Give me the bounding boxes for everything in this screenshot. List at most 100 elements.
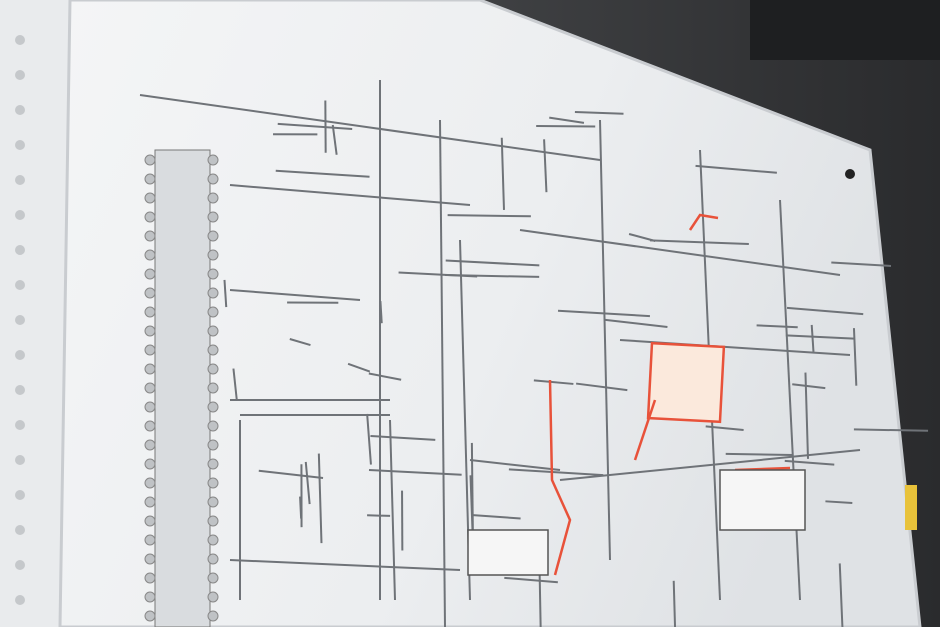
terminal-screw <box>144 496 156 508</box>
terminal-screw <box>144 344 156 356</box>
terminal-screw <box>207 382 219 394</box>
wire <box>229 559 461 571</box>
terminal-screw <box>207 553 219 565</box>
terminal-screw <box>207 192 219 204</box>
wire <box>852 328 858 386</box>
terminal-screw <box>144 192 156 204</box>
terminal-screw <box>144 458 156 470</box>
wire <box>258 469 324 479</box>
wire <box>368 372 402 381</box>
panel-screw <box>15 175 25 185</box>
wire <box>533 379 574 385</box>
wire <box>445 259 540 267</box>
panel-screw <box>15 210 25 220</box>
wire <box>831 261 892 267</box>
terminal-screw <box>207 420 219 432</box>
wire <box>574 111 624 115</box>
wire <box>756 324 798 329</box>
red-trace <box>548 379 572 576</box>
terminal-screw <box>207 572 219 584</box>
terminal-screw <box>207 211 219 223</box>
terminal-screw <box>144 306 156 318</box>
terminal-screw <box>207 401 219 413</box>
wire <box>838 563 844 627</box>
terminal-screw <box>207 439 219 451</box>
wire <box>370 434 436 441</box>
panel-screw <box>15 315 25 325</box>
wire <box>786 306 864 316</box>
panel-screw <box>15 350 25 360</box>
panel-screw <box>15 560 25 570</box>
panel-screw <box>15 280 25 290</box>
terminal-screw <box>207 325 219 337</box>
terminal-screw <box>207 268 219 280</box>
wire <box>500 137 505 210</box>
wire <box>439 119 446 627</box>
panel-screw <box>15 455 25 465</box>
wire <box>825 500 853 504</box>
terminal-screw <box>207 154 219 166</box>
terminal-screw <box>207 458 219 470</box>
mounting-screw <box>845 169 855 179</box>
panel-screw <box>15 70 25 80</box>
wire <box>304 461 311 505</box>
panel-screw <box>15 245 25 255</box>
wire <box>469 459 561 471</box>
wire <box>277 122 353 130</box>
wire <box>389 419 396 601</box>
wire <box>785 334 855 340</box>
terminal-screw <box>207 591 219 603</box>
wire <box>289 338 311 347</box>
wire <box>508 468 604 477</box>
terminal-screw <box>144 363 156 375</box>
terminal-screw <box>144 173 156 185</box>
wire <box>275 169 370 178</box>
terminal-screw <box>144 287 156 299</box>
wire <box>853 428 929 432</box>
wire <box>519 229 841 276</box>
terminal-screw <box>144 572 156 584</box>
wire <box>705 425 744 432</box>
highlight-annotations <box>548 213 791 576</box>
wire <box>649 239 749 245</box>
wire <box>779 199 801 601</box>
red-trace <box>633 399 657 461</box>
terminal-screw <box>144 610 156 622</box>
wire <box>725 452 793 456</box>
terminal-screw <box>144 477 156 489</box>
terminal-screw <box>207 363 219 375</box>
wire <box>543 139 548 193</box>
wire <box>549 116 585 124</box>
wire <box>367 514 391 517</box>
terminal-screw <box>144 591 156 603</box>
terminal-screw <box>144 401 156 413</box>
wire <box>229 184 471 206</box>
wire <box>331 124 338 155</box>
wire <box>317 453 323 544</box>
highlighted-label-box <box>646 341 726 424</box>
terminal-screw <box>144 325 156 337</box>
red-trace <box>688 213 719 231</box>
panel-screw <box>15 35 25 45</box>
terminal-screw <box>144 439 156 451</box>
terminal-screw <box>207 515 219 527</box>
terminal-screw <box>144 230 156 242</box>
wire <box>504 576 558 584</box>
terminal-screw <box>144 515 156 527</box>
wire <box>784 459 835 466</box>
terminal-strip <box>15 35 219 627</box>
wire <box>559 449 861 481</box>
panel-screw <box>15 420 25 430</box>
label-block <box>467 469 806 576</box>
wire <box>810 324 815 352</box>
wire <box>599 119 611 561</box>
terminal-screw <box>207 534 219 546</box>
wire <box>223 279 228 308</box>
wire <box>469 475 474 531</box>
terminal-screw <box>207 230 219 242</box>
wire <box>792 383 826 390</box>
panel-screw <box>15 490 25 500</box>
wire <box>472 514 521 520</box>
wire <box>447 214 531 218</box>
terminal-screw <box>207 173 219 185</box>
